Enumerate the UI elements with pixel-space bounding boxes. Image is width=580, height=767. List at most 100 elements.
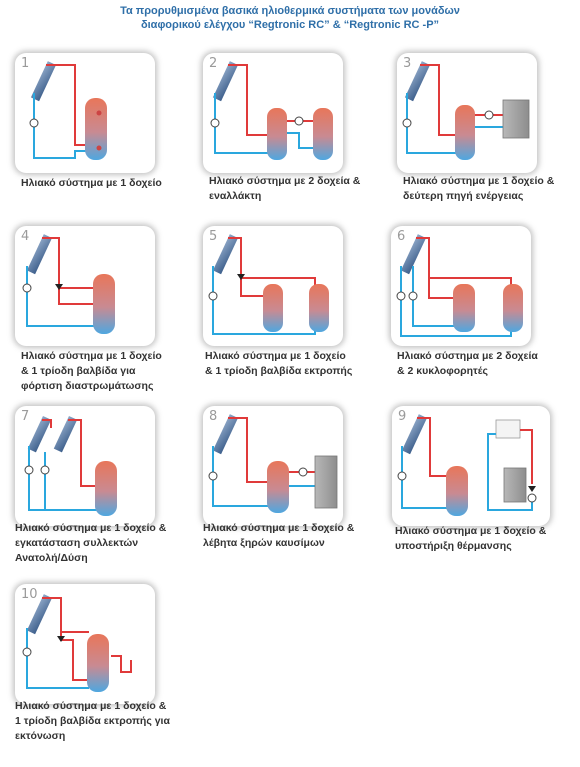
solar-collector-icon: [212, 234, 238, 275]
page-title: Τα προρυθμισμένα βασικά ηλιοθερμικά συστ…: [0, 4, 580, 32]
caption-line: Ηλιακό σύστημα με 1 δοχείο &: [403, 175, 555, 187]
caption-line: Ηλιακό σύστημα με 1 δοχείο &: [395, 525, 547, 537]
solar-collector-icon: [404, 61, 430, 102]
storage-tank-icon: [453, 284, 475, 332]
solar-collector-icon: [30, 61, 56, 102]
boiler-icon: [502, 99, 530, 139]
caption-line: & 1 τρίοδη βαλβίδα εκτροπής: [205, 365, 353, 377]
pump-icon: [210, 118, 220, 128]
system-caption-3: Ηλιακό σύστημα με 1 δοχείο & δεύτερη πηγ…: [403, 174, 575, 204]
pump-icon: [208, 471, 218, 481]
solar-collector-icon: [26, 234, 52, 275]
diagram-number: 7: [21, 409, 30, 424]
diagram-number: 9: [398, 409, 407, 424]
caption-line: & 1 τρίοδη βαλβίδα για: [21, 365, 136, 377]
system-caption-6: Ηλιακό σύστημα με 2 δοχεία & 2 κυκλοφορη…: [397, 349, 569, 379]
solar-collector-icon: [400, 234, 426, 275]
caption-line: φόρτιση διαστρωμάτωσης: [21, 380, 154, 392]
storage-tank-icon: [95, 461, 117, 516]
caption-line: Ηλιακό σύστημα με 1 δοχείο &: [203, 522, 355, 534]
pump-icon: [22, 283, 32, 293]
boiler-icon: [503, 467, 527, 503]
system-diagram-3: 3: [397, 53, 537, 173]
three-way-valve-icon: [237, 274, 245, 280]
storage-tank-icon: [263, 284, 283, 332]
system-caption-7: Ηλιακό σύστημα με 1 δοχείο & εγκατάσταση…: [15, 521, 187, 566]
system-caption-4: Ηλιακό σύστημα με 1 δοχείο & 1 τρίοδη βα…: [21, 349, 193, 394]
caption-line: Ηλιακό σύστημα με 1 δοχείο &: [15, 522, 167, 534]
caption-line: Ηλιακό σύστημα με 1 δοχείο: [205, 350, 346, 362]
system-caption-9: Ηλιακό σύστημα με 1 δοχείο & υποστήριξη …: [395, 524, 567, 554]
pump-icon: [29, 118, 39, 128]
caption-line: Ανατολή/Δύση: [15, 552, 88, 564]
diagram-number: 1: [21, 56, 30, 71]
three-way-valve-icon: [57, 636, 65, 642]
storage-tank-icon: [446, 466, 468, 516]
solar-collector-icon: [27, 415, 52, 453]
three-way-valve-icon: [55, 284, 63, 290]
pump-icon: [40, 465, 50, 475]
caption-line: Ηλιακό σύστημα με 1 δοχείο: [21, 350, 162, 362]
system-caption-10: Ηλιακό σύστημα με 1 δοχείο & 1 τρίοδη βα…: [15, 699, 187, 744]
pump-icon: [24, 465, 34, 475]
caption-line: Ηλιακό σύστημα με 2 δοχεία: [397, 350, 538, 362]
pump-icon: [22, 647, 32, 657]
pump-icon: [208, 291, 218, 301]
caption-line: δεύτερη πηγή ενέργειας: [403, 190, 524, 202]
caption-line: Ηλιακό σύστημα με 2 δοχεία &: [209, 175, 361, 187]
title-line-1: Τα προρυθμισμένα βασικά ηλιοθερμικά συστ…: [120, 5, 460, 17]
system-caption-5: Ηλιακό σύστημα με 1 δοχείο & 1 τρίοδη βα…: [205, 349, 377, 379]
system-diagram-8: 8: [203, 406, 343, 526]
system-diagram-6: 6: [391, 226, 531, 346]
caption-line: Ηλιακό σύστημα με 1 δοχείο &: [15, 700, 167, 712]
storage-tank-icon: [313, 108, 333, 160]
storage-tank-icon: [267, 461, 289, 513]
pump-icon: [484, 110, 494, 120]
diagram-number: 5: [209, 229, 218, 244]
pump-icon: [396, 291, 406, 301]
caption-line: εγκατάσταση συλλεκτών: [15, 537, 139, 549]
system-diagram-10: 10: [15, 584, 155, 704]
diagram-number: 2: [209, 56, 218, 71]
solar-collector-icon: [212, 61, 238, 102]
solar-collector-icon: [212, 414, 238, 455]
system-caption-1: Ηλιακό σύστημα με 1 δοχείο: [21, 176, 193, 191]
pump-icon: [294, 116, 304, 126]
storage-tank-icon: [267, 108, 287, 160]
solid-fuel-boiler-icon: [314, 455, 338, 509]
system-diagram-4: 4: [15, 226, 155, 346]
storage-tank-icon: [85, 98, 107, 160]
three-way-valve-icon: [528, 486, 536, 492]
diagram-number: 8: [209, 409, 218, 424]
system-diagram-7: 7: [15, 406, 155, 526]
storage-tank-icon: [309, 284, 329, 332]
system-diagram-2: 2: [203, 53, 343, 173]
solar-collector-icon: [401, 414, 427, 455]
pump-icon: [298, 467, 308, 477]
solar-collector-icon: [53, 415, 78, 453]
caption-line: 1 τρίοδη βαλβίδα εκτροπής για: [15, 715, 170, 727]
caption-line: & 2 κυκλοφορητές: [397, 365, 488, 377]
storage-tank-icon: [93, 274, 115, 334]
radiator-icon: [495, 419, 521, 439]
pump-icon: [402, 118, 412, 128]
system-diagram-5: 5: [203, 226, 343, 346]
system-caption-8: Ηλιακό σύστημα με 1 δοχείο & λέβητα ξηρώ…: [203, 521, 375, 551]
caption-line: Ηλιακό σύστημα με 1 δοχείο: [21, 177, 162, 189]
caption-line: εκτόνωση: [15, 730, 66, 742]
diagram-number: 6: [397, 229, 406, 244]
title-line-2: διαφορικού ελέγχου “Regtronic RC” & “Reg…: [140, 19, 440, 31]
caption-line: λέβητα ξηρών καυσίμων: [203, 537, 325, 549]
system-caption-2: Ηλιακό σύστημα με 2 δοχεία & εναλλάκτη: [209, 174, 381, 204]
system-diagram-1: 1: [15, 53, 155, 173]
storage-tank-icon: [503, 284, 523, 332]
pump-icon: [397, 471, 407, 481]
pump-icon: [527, 493, 537, 503]
storage-tank-icon: [87, 634, 109, 692]
diagram-number: 4: [21, 229, 30, 244]
caption-line: εναλλάκτη: [209, 190, 262, 202]
solar-collector-icon: [26, 594, 52, 635]
storage-tank-icon: [455, 105, 475, 160]
diagram-number: 10: [21, 587, 38, 602]
system-diagram-9: 9: [392, 406, 550, 526]
